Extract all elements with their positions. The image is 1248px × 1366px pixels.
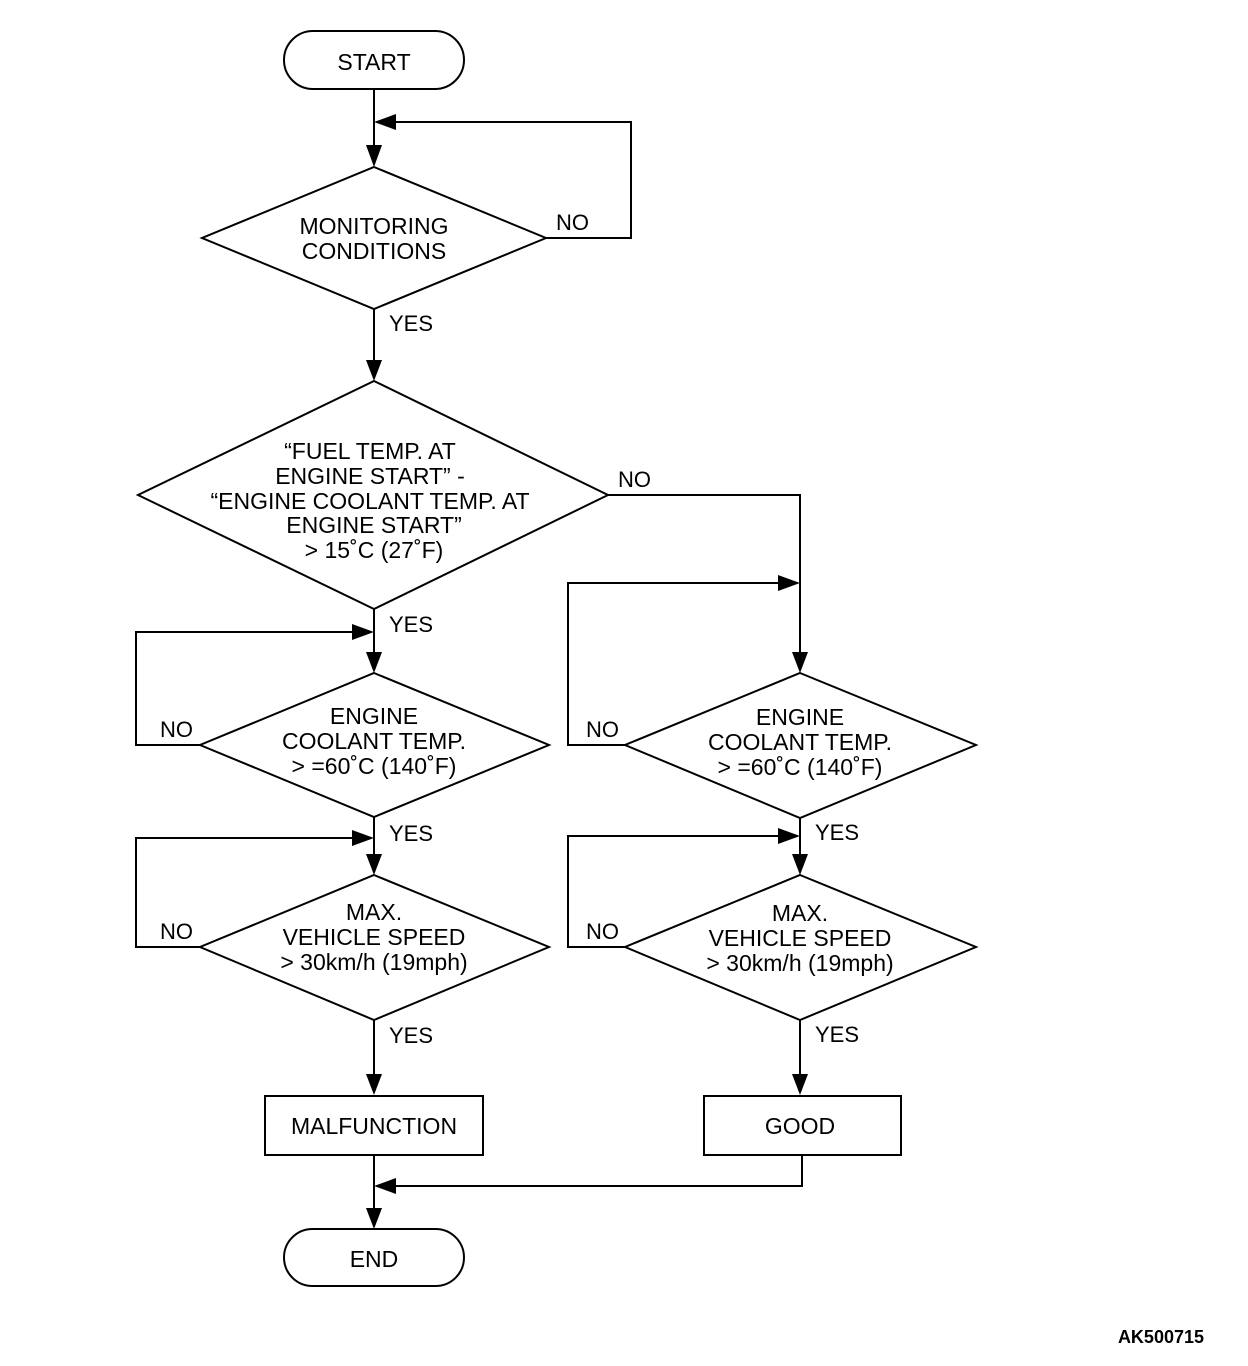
arrow-coolant-right-loop [778, 575, 800, 591]
malfunction-text: MALFUNCTION [291, 1113, 457, 1139]
label-no-speed-right: NO [586, 919, 619, 944]
label-yes-coolant-right: YES [815, 820, 859, 845]
speed-right-text-2: VEHICLE SPEED [709, 925, 892, 951]
good-box [703, 1095, 902, 1156]
label-no-fuel-temp: NO [618, 467, 651, 492]
fuel-temp-text-4: ENGINE START” [286, 512, 462, 538]
coolant-left-text-3: > =60˚C (140˚F) [292, 753, 457, 779]
label-yes-monitoring: YES [389, 311, 433, 336]
label-no-coolant-right: NO [586, 717, 619, 742]
arrow-into-coolant-left [366, 652, 382, 673]
speed-left-text-1: MAX. [346, 899, 402, 925]
connector-monitoring-no-loop [396, 121, 632, 239]
label-no-speed-left: NO [160, 919, 193, 944]
good-text: GOOD [765, 1113, 835, 1139]
start-text: START [337, 49, 410, 75]
coolant-left-text-2: COOLANT TEMP. [282, 728, 466, 754]
label-yes-speed-left: YES [389, 1023, 433, 1048]
arrow-speed-right-loop [778, 828, 800, 844]
speed-right-text-3: > 30km/h (19mph) [706, 950, 893, 976]
coolant-left-text-1: ENGINE [330, 703, 418, 729]
connector-fuel-temp-no [608, 494, 801, 652]
end-text: END [350, 1246, 399, 1272]
malfunction-box [264, 1095, 484, 1156]
figure-id: AK500715 [1117, 1327, 1204, 1347]
fuel-temp-text-3: “ENGINE COOLANT TEMP. AT [210, 488, 529, 514]
fuel-temp-text-5: > 15˚C (27˚F) [305, 537, 444, 563]
arrow-into-speed-right [792, 854, 808, 875]
label-no-monitoring: NO [556, 210, 589, 235]
monitoring-text-2: CONDITIONS [302, 238, 446, 264]
label-yes-fuel-temp: YES [389, 612, 433, 637]
label-yes-coolant-left: YES [389, 821, 433, 846]
speed-left-text-3: > 30km/h (19mph) [280, 949, 467, 975]
arrow-into-coolant-right [792, 652, 808, 673]
fuel-temp-text-2: ENGINE START” - [275, 463, 465, 489]
speed-right-text-1: MAX. [772, 900, 828, 926]
fuel-temp-text-1: “FUEL TEMP. AT [284, 438, 456, 464]
coolant-right-text-2: COOLANT TEMP. [708, 729, 892, 755]
arrow-good-merge [374, 1178, 396, 1194]
arrow-into-fuel-temp [366, 360, 382, 381]
arrow-monitoring-loop [374, 114, 396, 130]
label-no-coolant-left: NO [160, 717, 193, 742]
coolant-right-text-3: > =60˚C (140˚F) [718, 754, 883, 780]
connector-good-to-end [396, 1155, 803, 1187]
end-terminal [283, 1228, 465, 1287]
arrow-coolant-left-loop [352, 624, 374, 640]
monitoring-text-1: MONITORING [299, 213, 448, 239]
speed-left-text-2: VEHICLE SPEED [283, 924, 466, 950]
arrow-into-speed-left [366, 854, 382, 875]
connector-speed-left-no-loop [135, 837, 352, 948]
coolant-right-text-1: ENGINE [756, 704, 844, 730]
connector-speed-right-no-loop [567, 835, 778, 948]
connector-coolant-right-no-loop [567, 582, 778, 746]
arrow-into-good [792, 1074, 808, 1095]
arrow-speed-left-loop [352, 830, 374, 846]
label-yes-speed-right: YES [815, 1022, 859, 1047]
arrow-into-monitoring [366, 145, 382, 167]
arrow-into-malfunction [366, 1074, 382, 1095]
connector-coolant-left-no-loop [135, 631, 352, 746]
arrow-into-end [366, 1208, 382, 1229]
